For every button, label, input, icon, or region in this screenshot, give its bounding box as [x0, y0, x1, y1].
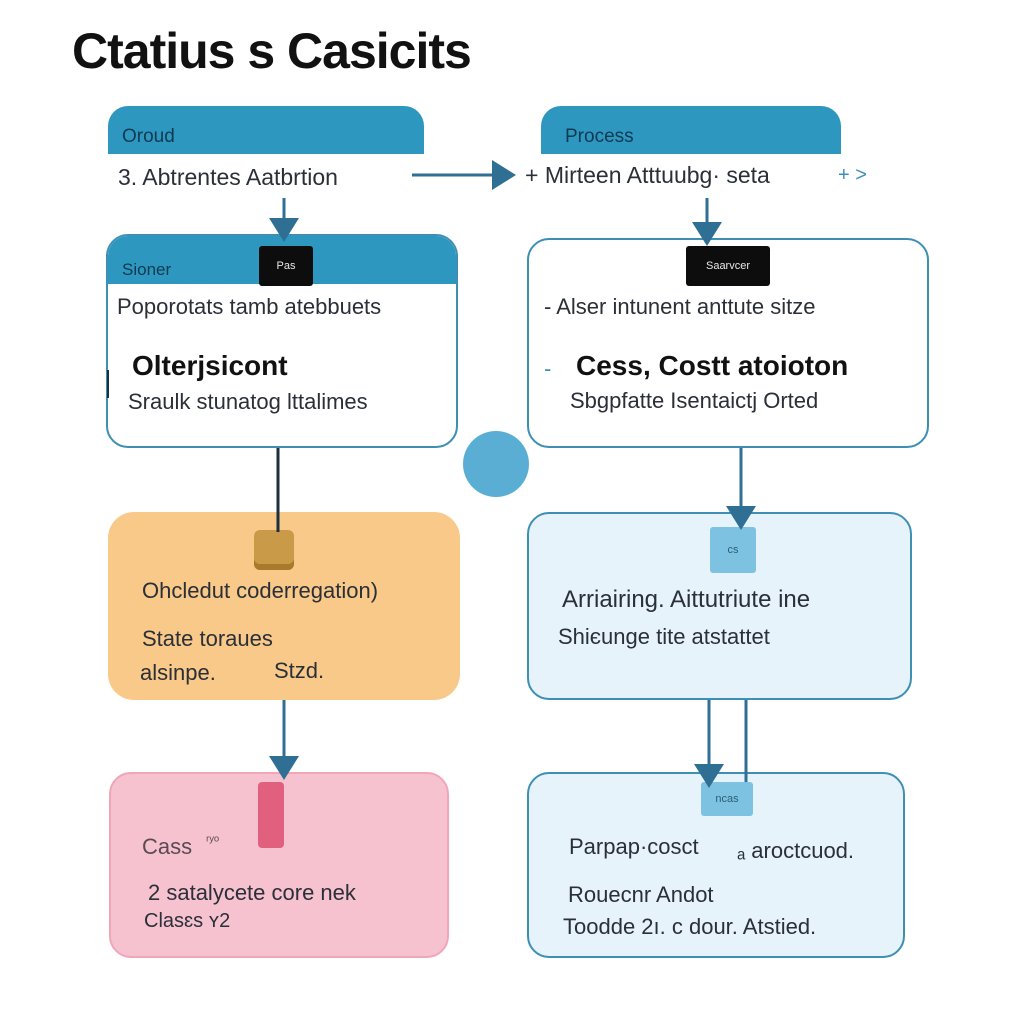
- tab-label-left: Oroud: [122, 126, 175, 147]
- orange-line3b: Stzd.: [274, 658, 325, 683]
- card-left-tag: Pas: [259, 246, 313, 286]
- blue-bottom-line1b: ₐ aroctcuod.: [737, 838, 855, 863]
- top-right-line: + Mirteen Atttuubg· seta: [525, 162, 770, 188]
- blue-bottom-line3: Toodde 2ı. c dour. Atstied.: [563, 914, 817, 939]
- orange-line3a: alsinpe.: [140, 660, 216, 685]
- card-left-line1: Poporotats tamb atebbuets: [117, 294, 382, 319]
- blue-bottom-line1a: Parpap·cosct: [569, 834, 699, 859]
- center-node-circle: [463, 431, 529, 497]
- pink-line1: Cass: [142, 834, 193, 859]
- orange-line2: State toraues: [142, 626, 273, 651]
- card-right-line2: Sbgpfatte Isentaictj Orted: [570, 388, 819, 413]
- card-left-header-label: Sioner: [122, 260, 172, 279]
- card-right-bold: Cess, Costt atoioton: [576, 350, 849, 381]
- tab-header-right: Process: [541, 106, 841, 154]
- pink-line1-small: ʳʸᵒ: [206, 832, 220, 848]
- top-left-line: 3. Abtrentes Aatbrtion: [118, 164, 338, 190]
- top-right-trail: + >: [838, 164, 867, 186]
- jar-icon: [254, 530, 294, 570]
- diagram-title: Ctatius s Casicits: [72, 23, 472, 79]
- card-right-tag: Saarvcer: [686, 246, 770, 286]
- clip-icon: [258, 782, 284, 848]
- card-left-bold: Olterjsicont: [132, 350, 288, 381]
- blue-mid-line1: Arriairing. Aittutriute ine: [562, 586, 811, 613]
- blue-mid-chip: cs: [710, 527, 756, 573]
- card-left-line2: Sraulk stunatog lttalimes: [128, 389, 368, 414]
- pink-line3: Clasɛs ʏ2: [144, 910, 231, 932]
- card-right-line1: - Alser intunent anttute sitze: [544, 294, 816, 319]
- tab-header-left: Oroud: [108, 106, 424, 154]
- tab-label-right: Process: [565, 126, 634, 147]
- card-right-bold-prefix: -: [544, 356, 552, 381]
- blue-bottom-line2: Rouecnr Andot: [568, 882, 714, 907]
- pink-line2: 2 satalycete core nek: [148, 880, 356, 905]
- orange-line1: Ohcledut coderregation): [142, 578, 379, 603]
- blue-mid-line2: Shiєunge tite atstattet: [558, 624, 770, 649]
